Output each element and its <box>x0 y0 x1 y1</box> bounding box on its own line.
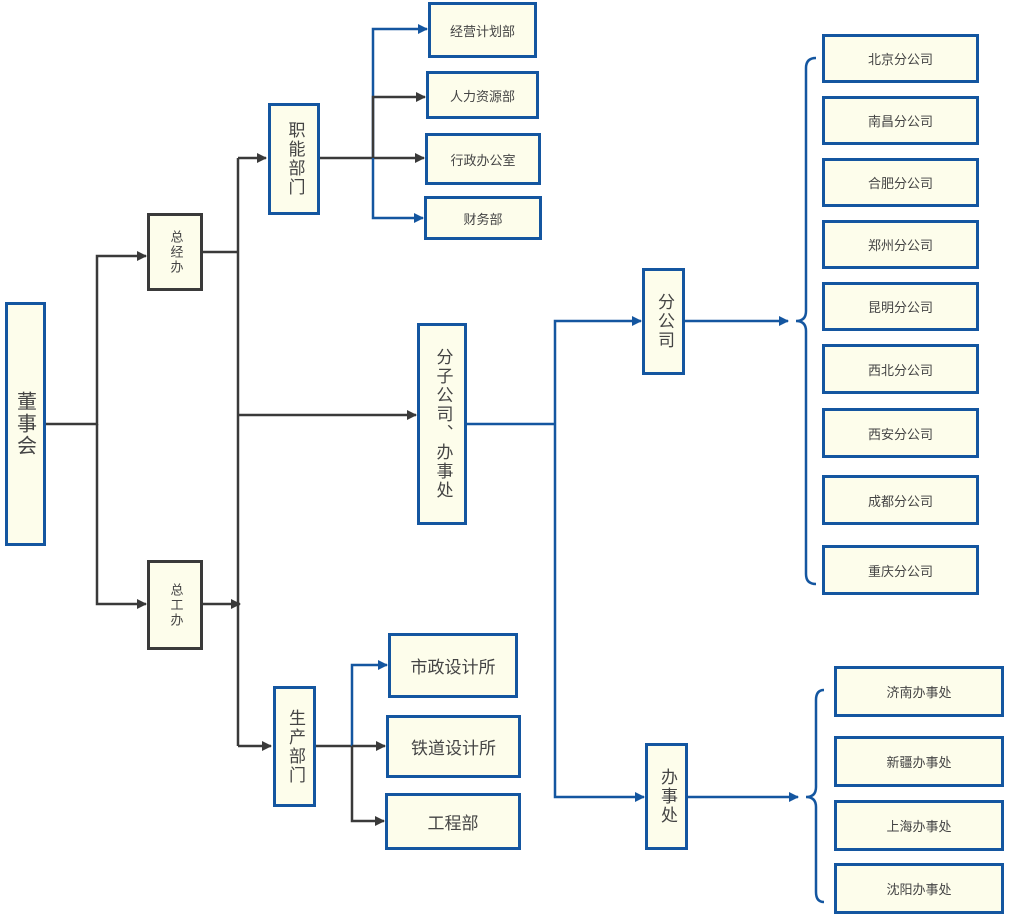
node-prod-municipal[interactable]: 市政设计所 <box>388 633 518 698</box>
node-office-shanghai[interactable]: 上海办事处 <box>834 800 1004 851</box>
brace-office <box>805 688 825 904</box>
node-prod-engineering[interactable]: 工程部 <box>385 793 521 850</box>
brace-branch <box>795 56 817 586</box>
node-branch-northwest[interactable]: 西北分公司 <box>822 344 979 394</box>
node-prod-railway[interactable]: 铁道设计所 <box>386 715 521 778</box>
node-branch[interactable]: 分公司 <box>642 268 685 375</box>
node-board[interactable]: 董事会 <box>5 302 46 546</box>
node-office-jinan[interactable]: 济南办事处 <box>834 666 1004 717</box>
edge-root-ce <box>95 424 147 609</box>
edge-func-2 <box>371 92 426 158</box>
edge-prod-1 <box>350 660 388 746</box>
node-gm-office[interactable]: 总经办 <box>147 213 203 291</box>
edge-sub-office <box>553 424 645 802</box>
node-office-xinjiang[interactable]: 新疆办事处 <box>834 736 1004 787</box>
node-branch-nanchang[interactable]: 南昌分公司 <box>822 96 979 145</box>
node-functional[interactable]: 职能部门 <box>268 103 320 215</box>
node-office-shenyang[interactable]: 沈阳办事处 <box>834 863 1004 914</box>
node-func-hr[interactable]: 人力资源部 <box>426 71 539 119</box>
node-production[interactable]: 生产部门 <box>273 686 316 807</box>
node-func-admin[interactable]: 行政办公室 <box>425 133 541 185</box>
edge-func-1 <box>371 24 428 158</box>
edge-func-4 <box>371 158 424 223</box>
edge-sub-branch <box>553 316 642 424</box>
node-branch-zhengzhou[interactable]: 郑州分公司 <box>822 220 979 269</box>
node-chief-engineer-office[interactable]: 总工办 <box>147 560 203 650</box>
node-subsidiaries[interactable]: 分子公司、办事处 <box>417 323 467 525</box>
node-branch-chengdu[interactable]: 成都分公司 <box>822 475 979 525</box>
node-branch-xian[interactable]: 西安分公司 <box>822 408 979 458</box>
node-func-finance[interactable]: 财务部 <box>424 196 542 240</box>
node-branch-hefei[interactable]: 合肥分公司 <box>822 158 979 207</box>
node-branch-chongqing[interactable]: 重庆分公司 <box>822 545 979 595</box>
node-branch-kunming[interactable]: 昆明分公司 <box>822 282 979 331</box>
node-branch-beijing[interactable]: 北京分公司 <box>822 34 979 83</box>
node-office[interactable]: 办事处 <box>645 743 688 850</box>
edge-root-gm <box>45 251 147 426</box>
node-func-planning[interactable]: 经营计划部 <box>428 2 537 58</box>
edge-prod-3 <box>350 746 385 826</box>
